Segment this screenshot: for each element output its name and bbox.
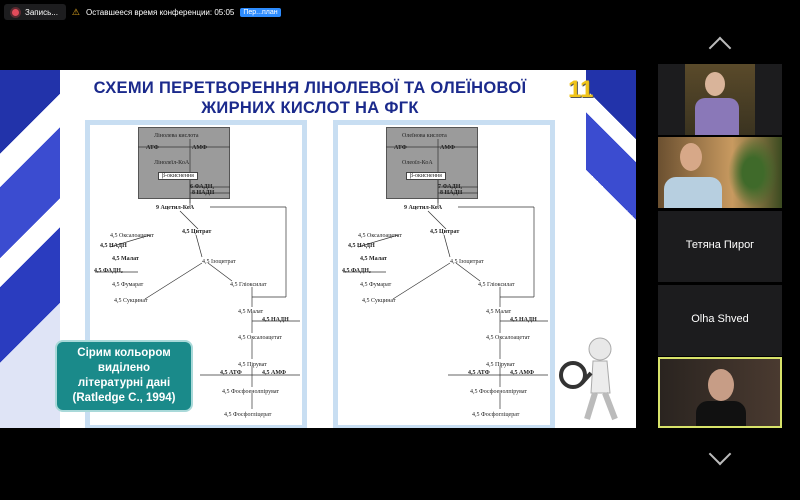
title-line: СХЕМИ ПЕРЕТВОРЕННЯ ЛІНОЛЕВОЇ ТА ОЛЕЇНОВО… <box>93 79 527 97</box>
metabolite-amp2: 4,5 АМФ <box>262 370 287 376</box>
metabolite-pyruvate: 4,5 Піруват <box>486 362 515 368</box>
metabolite-atp2: 4,5 АТФ <box>220 370 242 376</box>
metabolite-amp2: 4,5 АМФ <box>510 370 535 376</box>
metabolite-pep: 4,5 Фосфоенолпіруват <box>222 389 280 395</box>
slide-decoration-right <box>586 70 636 250</box>
slide-number: 11 <box>568 76 594 103</box>
recording-label: Запись... <box>25 7 58 17</box>
pathway-arrow <box>207 262 233 282</box>
metabolite-atp: АТФ <box>146 145 159 151</box>
beta-oxidation-box: β-окиснення <box>406 172 446 180</box>
shared-screen-slide: СХЕМИ ПЕРЕТВОРЕННЯ ЛІНОЛЕВОЇ ТА ОЛЕЇНОВО… <box>0 70 636 428</box>
active-speaker-video-tile[interactable] <box>658 357 782 428</box>
metabolite-acyl-coa: Олеоїл-КоА <box>402 160 433 166</box>
participant-dress <box>695 98 739 135</box>
participant-video-tile[interactable] <box>658 64 782 135</box>
metabolite-succinate: 4,5 Сукцинат <box>362 298 396 304</box>
literature-note-callout: Сірим кольором виділено літературні дані… <box>55 340 193 412</box>
callout-line: Сірим кольором <box>77 347 171 359</box>
title-line: ЖИРНИХ КИСЛОТ НА ФГК <box>201 99 419 117</box>
metabolite-amp: АМФ <box>192 145 208 151</box>
metabolite-amp: АМФ <box>440 145 456 151</box>
plan-button[interactable]: Пер...план <box>240 7 281 17</box>
scroll-up-chevron-icon[interactable] <box>708 36 732 60</box>
participant-face <box>708 369 734 401</box>
metabolite-pga: 4,5 Фосфогліцерат <box>224 412 272 418</box>
metabolite-oaa1: 4,5 Оксалоацетат <box>358 233 402 239</box>
metabolite-atp: АТФ <box>394 145 407 151</box>
magnifier-figure-illustration <box>559 337 618 421</box>
metabolite-citrate: 4,5 Цитрат <box>182 229 212 235</box>
metabolite-isocitrate: 4,5 Ізоцитрат <box>202 259 236 265</box>
metabolite-malate1: 4,5 Малат <box>112 256 139 262</box>
metabolite-malate1: 4,5 Малат <box>360 256 387 262</box>
metabolite-glyoxylate: 4,5 Гліоксилат <box>230 282 267 288</box>
metabolite-fumarate: 4,5 Фумарат <box>112 282 144 288</box>
beta-oxidation-box: β-окиснення <box>158 172 198 180</box>
metabolite-nadh2: 4,5 НАДН <box>510 317 537 323</box>
callout-line: літературні дані <box>77 377 171 389</box>
metabolite-acetyl: 9 Ацетил-КоА <box>404 205 443 211</box>
slide-title: СХЕМИ ПЕРЕТВОРЕННЯ ЛІНОЛЕВОЇ ТА ОЛЕЇНОВО… <box>70 78 550 118</box>
pathway-arrow <box>357 234 399 248</box>
metabolite-glyoxylate: 4,5 Гліоксилат <box>478 282 515 288</box>
metabolite-acetyl: 9 Ацетил-КоА <box>156 205 195 211</box>
participant-shirt <box>696 401 746 426</box>
metabolite-isocitrate: 4,5 Ізоцитрат <box>450 259 484 265</box>
pathway-arrow <box>109 234 151 248</box>
metabolite-malate2: 4,5 Малат <box>238 309 264 315</box>
callout-line: (Ratledge C., 1994) <box>72 392 176 404</box>
pathway-arrow <box>195 234 203 258</box>
metabolite-acid: Олеїнова кислота <box>402 133 447 139</box>
metabolite-nadh1: 4,5 НАДН <box>100 243 127 249</box>
metabolite-nadh1: 4,5 НАДН <box>348 243 375 249</box>
metabolite-pyruvate: 4,5 Піруват <box>238 362 267 368</box>
callout-line: виділено <box>97 362 151 374</box>
metabolite-fadh: 6 ФАДН₂ <box>190 184 215 190</box>
metabolite-oaa2: 4,5 Оксалоацетат <box>486 335 530 341</box>
metabolite-citrate: 4,5 Цитрат <box>430 229 460 235</box>
metabolite-oaa2: 4,5 Оксалоацетат <box>238 335 282 341</box>
metabolite-oaa1: 4,5 Оксалоацетат <box>110 233 154 239</box>
recording-button[interactable]: Запись... <box>4 4 66 20</box>
pathway-arrow <box>144 262 203 300</box>
metabolite-malate2: 4,5 Малат <box>486 309 512 315</box>
metabolite-fumarate: 4,5 Фумарат <box>360 282 392 288</box>
metabolite-acid: Лінолева кислота <box>154 133 199 139</box>
metabolite-fadh1: 4,5 ФАДН₂ <box>94 268 123 274</box>
scroll-down-chevron-icon[interactable] <box>708 442 732 466</box>
metabolite-succinate: 4,5 Сукцинат <box>114 298 148 304</box>
metabolite-nadh2: 4,5 НАДН <box>262 317 289 323</box>
pathway-arrow <box>443 234 451 258</box>
pathway-arrow <box>392 262 451 300</box>
metabolite-acyl-coa: Лінолеїл-КоА <box>154 160 190 166</box>
meeting-topbar: Запись... ⚠ Оставшееся время конференции… <box>4 4 281 20</box>
pathway-arrow <box>179 210 199 230</box>
plant <box>728 137 778 208</box>
participant-name: Тетяна Пирог <box>685 239 755 251</box>
participant-name: Olha Shved <box>691 313 749 325</box>
warning-icon: ⚠ <box>71 6 80 17</box>
pathway-arrows <box>343 139 548 409</box>
participant-tile[interactable]: Тетяна Пирог <box>658 211 782 282</box>
pathway-arrow <box>427 210 447 230</box>
participant-shirt <box>664 177 722 208</box>
pathway-arrows <box>95 139 300 409</box>
participant-face <box>705 72 725 96</box>
metabolite-nadh: 8 НАДН <box>440 190 463 196</box>
participant-face <box>680 143 702 171</box>
metabolite-fadh: 7 ФАДН₂ <box>438 184 463 190</box>
metabolite-pga: 4,5 Фосфогліцерат <box>472 412 520 418</box>
metabolite-pep: 4,5 Фосфоенолпіруват <box>470 389 528 395</box>
record-icon <box>12 8 19 16</box>
metabolite-nadh: 8 НАДН <box>192 190 215 196</box>
slide-decoration-left <box>0 70 60 428</box>
pathway-arrow <box>455 262 481 282</box>
metabolite-fadh1: 4,5 ФАДН₂ <box>342 268 371 274</box>
metabolite-atp2: 4,5 АТФ <box>468 370 490 376</box>
time-remaining: Оставшееся время конференции: 05:05 <box>86 7 235 17</box>
participant-video-tile[interactable] <box>658 137 782 208</box>
participant-tile[interactable]: Olha Shved <box>658 285 782 356</box>
